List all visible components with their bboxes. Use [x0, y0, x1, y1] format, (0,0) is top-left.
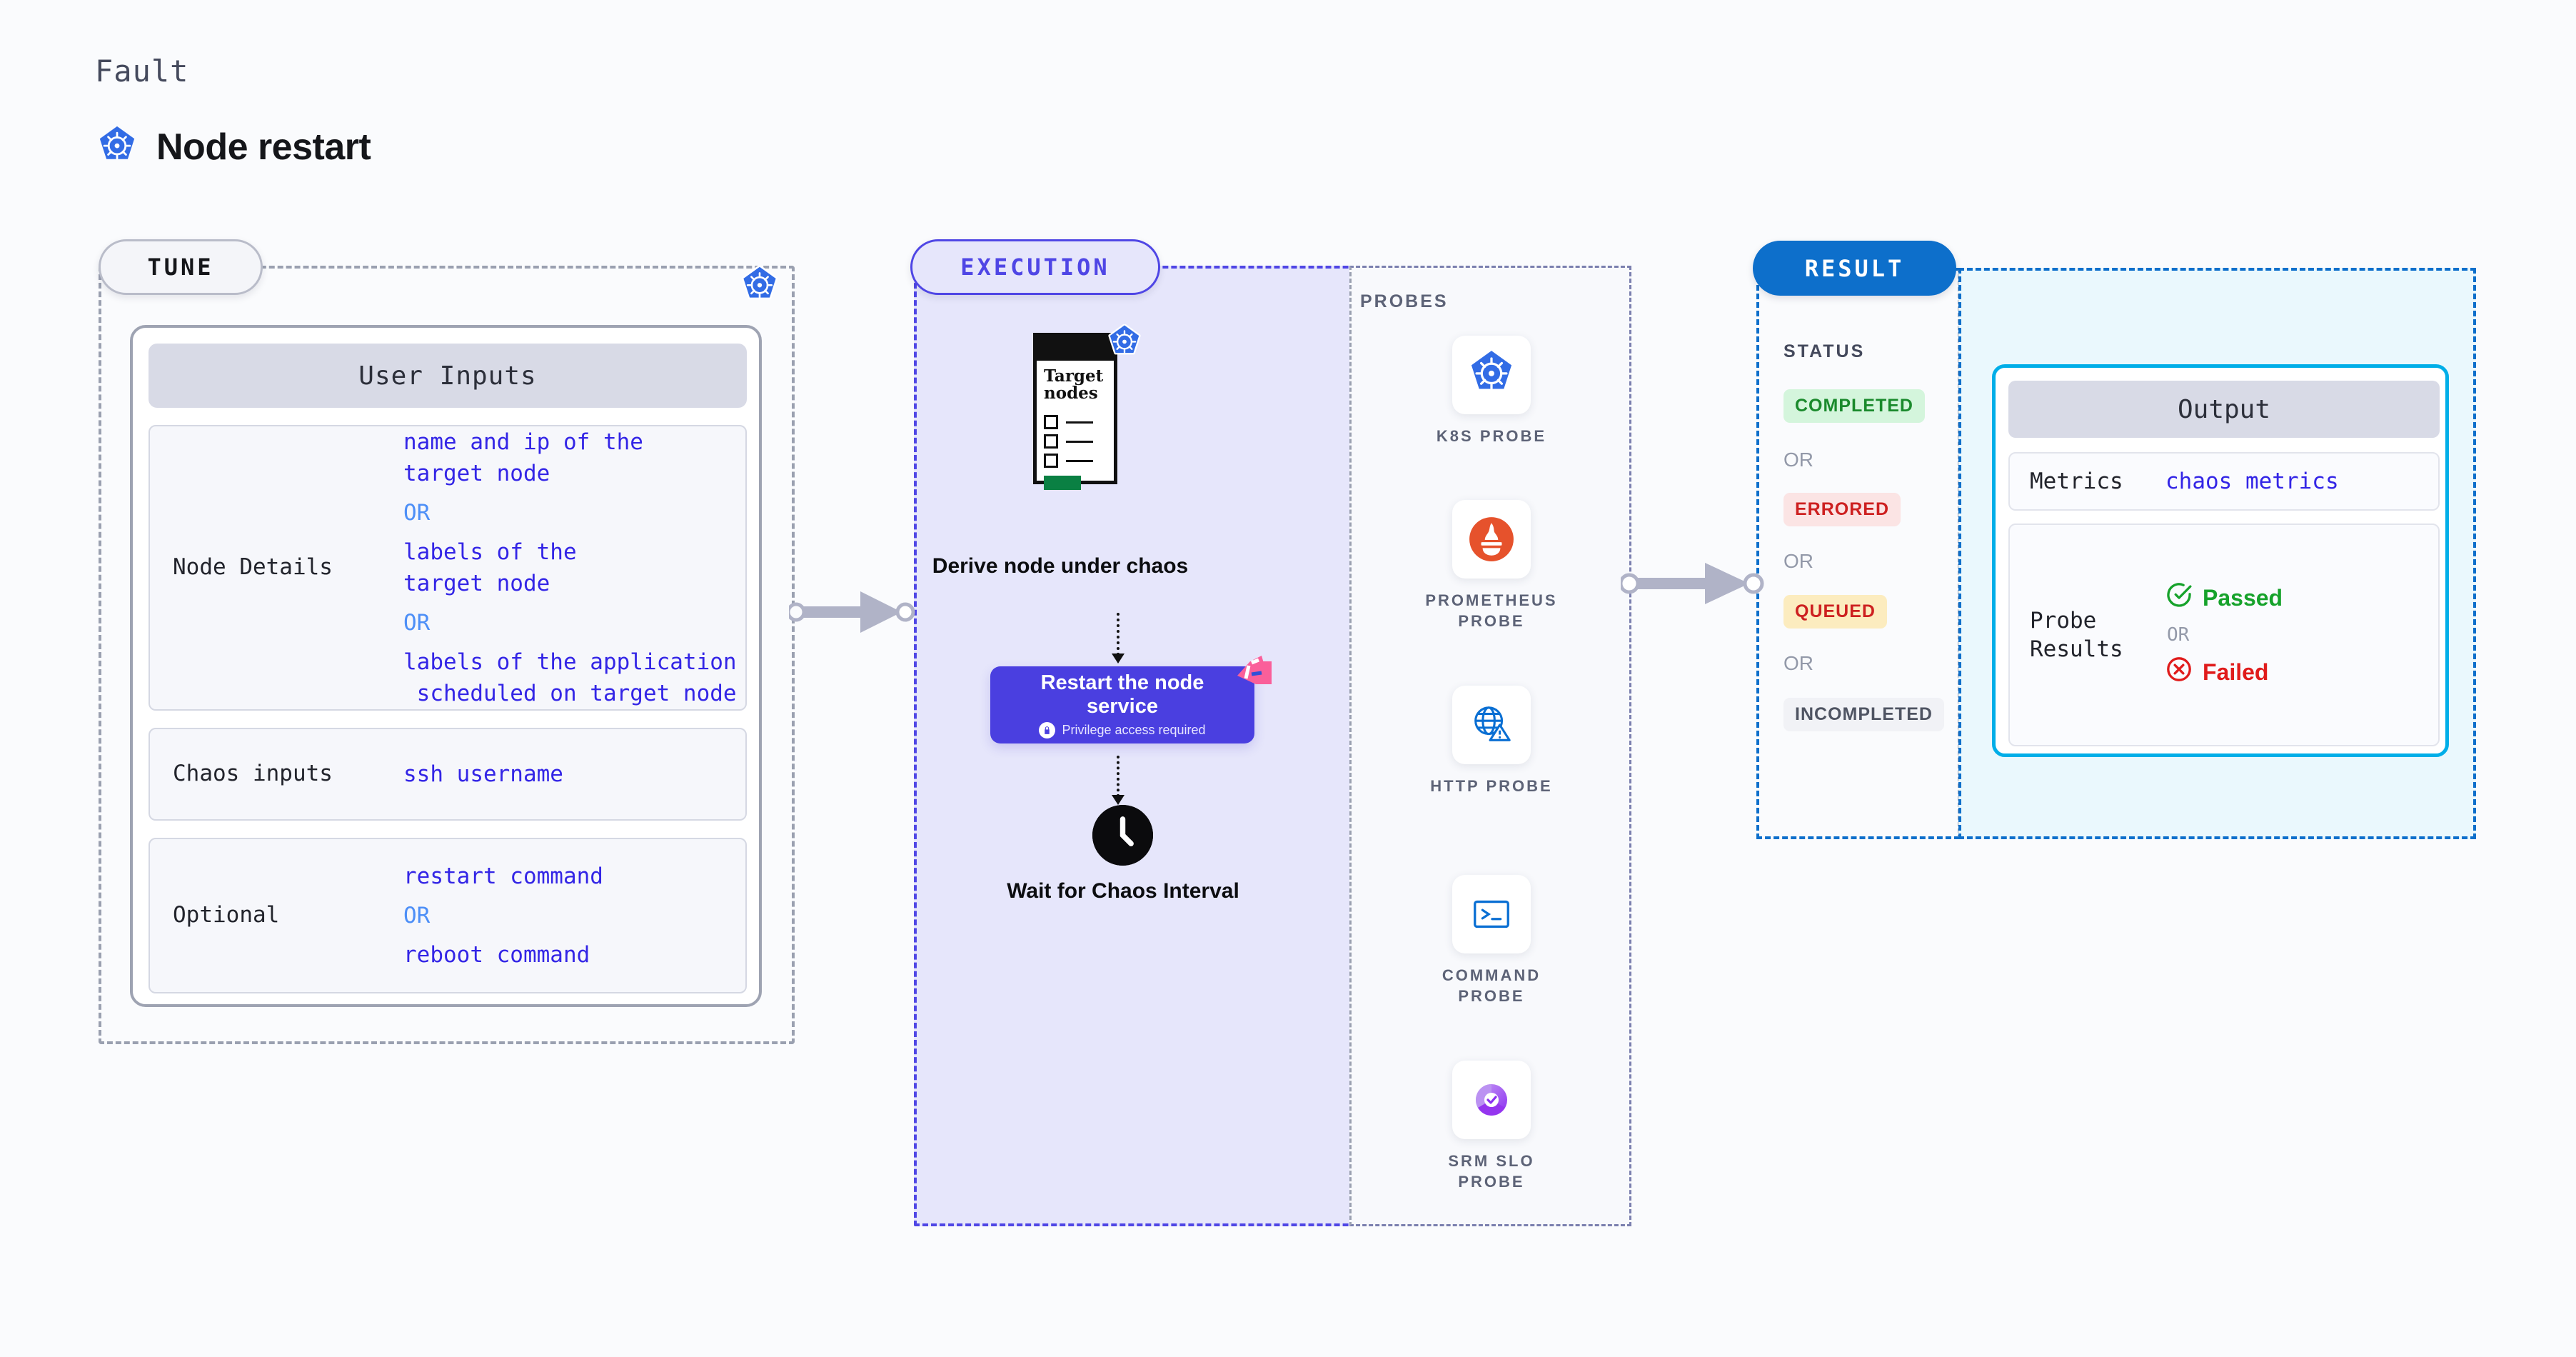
field-row-chaos-inputs: Chaos inputs ssh username: [149, 728, 747, 821]
stage-pill-result[interactable]: RESULT: [1753, 241, 1956, 296]
restart-step-title: Restart the node service: [1040, 671, 1204, 718]
probe-label: SRM SLO PROBE: [1448, 1152, 1535, 1191]
page-kicker: Fault: [95, 54, 189, 89]
checkbox-icon: [1044, 415, 1058, 429]
field-or: OR: [403, 902, 431, 928]
target-nodes-label: Target nodes: [1044, 366, 1104, 404]
tune-panel: [99, 266, 795, 1044]
user-inputs-card: User Inputs Node Details name and ip of …: [130, 325, 762, 1007]
card-titlebar: [1037, 336, 1114, 361]
list-item: [1044, 434, 1093, 449]
user-inputs-header: User Inputs: [149, 344, 747, 408]
restart-step-subtitle-row: Privilege access required: [1039, 721, 1206, 738]
field-row-optional: Optional restart command OR reboot comma…: [149, 838, 747, 993]
field-or: OR: [403, 499, 431, 526]
probe-srm-slo[interactable]: SRM SLO PROBE: [1427, 1061, 1556, 1192]
terminal-icon: [1452, 875, 1531, 953]
output-label: Probe Results: [2030, 607, 2123, 662]
flow-arrow-1: [1117, 613, 1120, 656]
target-nodes-card: Target nodes: [1033, 333, 1117, 490]
probe-failed-label: Failed: [2203, 659, 2269, 685]
field-or: OR: [403, 610, 431, 636]
field-label: Chaos inputs: [173, 761, 333, 787]
stage-pill-execution[interactable]: EXECUTION: [910, 239, 1160, 295]
result-status-panel: [1756, 268, 1960, 839]
checkbox-icon: [1044, 454, 1058, 468]
field-value: labels of the target node: [403, 539, 577, 596]
status-badge-errored: ERRORED: [1783, 493, 1901, 526]
line-placeholder: [1066, 421, 1093, 424]
derive-node-label: Derive node under chaos: [932, 554, 1189, 578]
clock-icon: [1092, 805, 1153, 866]
ribbon-badge-icon: [1227, 654, 1272, 698]
flow-arrow-2-head: [1112, 795, 1125, 805]
probe-label: COMMAND PROBE: [1442, 966, 1541, 1006]
status-badge-completed: COMPLETED: [1783, 389, 1925, 423]
field-label: Node Details: [173, 554, 333, 581]
probe-passed-label: Passed: [2203, 584, 2283, 611]
status-or: OR: [1783, 449, 1813, 471]
checkbox-icon: [1044, 434, 1058, 449]
node-checkbox-list: [1044, 415, 1093, 473]
field-values: restart command OR reboot command: [403, 861, 745, 971]
probe-result-or: OR: [2167, 624, 2190, 646]
probe-http[interactable]: HTTP PROBE: [1427, 686, 1556, 796]
output-value: Passed OR Failed: [2165, 581, 2438, 688]
page-title-row: Node restart: [95, 125, 371, 169]
field-value: reboot command: [403, 942, 590, 968]
output-header: Output: [2008, 381, 2440, 438]
output-label: Metrics: [2030, 468, 2123, 494]
probe-result-passed: Passed: [2165, 581, 2438, 614]
list-item: [1044, 454, 1093, 468]
status-badge-queued: QUEUED: [1783, 595, 1887, 629]
srm-slo-icon: [1452, 1061, 1531, 1139]
probe-k8s[interactable]: K8S PROBE: [1427, 336, 1556, 446]
field-values: ssh username: [403, 758, 745, 790]
http-globe-warning-icon: [1452, 686, 1531, 764]
field-value: name and ip of the target node: [403, 429, 643, 486]
page-title: Node restart: [156, 126, 371, 168]
list-item: [1044, 415, 1093, 429]
check-circle-icon: [2165, 581, 2193, 614]
field-value: labels of the application scheduled on t…: [403, 649, 737, 707]
tune-kubernetes-icon: [739, 266, 780, 307]
probe-label: PROMETHEUS PROBE: [1425, 591, 1558, 631]
field-values: name and ip of the target node OR labels…: [403, 426, 745, 709]
probes-title: PROBES: [1360, 291, 1449, 311]
restart-node-service-step[interactable]: Restart the node service Privilege acces…: [990, 666, 1254, 743]
probe-result-failed: Failed: [2165, 656, 2438, 688]
field-value: restart command: [403, 863, 603, 889]
line-placeholder: [1066, 459, 1093, 462]
x-circle-icon: [2165, 656, 2193, 688]
probe-label: K8S PROBE: [1436, 427, 1547, 445]
status-title: STATUS: [1783, 341, 1866, 361]
connector-tune-to-execution: [789, 591, 915, 633]
output-card: Output Metrics chaos metrics Probe Resul…: [1992, 364, 2449, 757]
status-or: OR: [1783, 652, 1813, 674]
status-badge-incompleted: INCOMPLETED: [1783, 698, 1944, 731]
kubernetes-icon: [95, 125, 139, 169]
flow-arrow-2: [1117, 756, 1120, 797]
field-value: ssh username: [403, 761, 563, 787]
prometheus-icon: [1452, 500, 1531, 579]
probe-command[interactable]: COMMAND PROBE: [1427, 875, 1556, 1006]
lock-icon: [1039, 721, 1056, 738]
field-label: Optional: [173, 902, 280, 928]
restart-step-subtitle: Privilege access required: [1062, 722, 1206, 737]
field-row-node-details: Node Details name and ip of the target n…: [149, 425, 747, 711]
green-progress-bar: [1044, 476, 1081, 490]
wait-for-chaos-interval-label: Wait for Chaos Interval: [1007, 879, 1239, 903]
probe-label: HTTP PROBE: [1430, 777, 1553, 795]
target-card-kubernetes-icon: [1106, 324, 1143, 361]
probe-prometheus[interactable]: PROMETHEUS PROBE: [1425, 500, 1558, 631]
flow-arrow-1-head: [1112, 654, 1125, 664]
output-value: chaos metrics: [2165, 469, 2339, 494]
connector-execution-to-result: [1621, 563, 1764, 604]
kubernetes-icon: [1452, 336, 1531, 414]
line-placeholder: [1066, 440, 1093, 443]
output-row-metrics: Metrics chaos metrics: [2008, 452, 2440, 511]
output-row-probe-results: Probe Results Passed OR: [2008, 524, 2440, 746]
status-or: OR: [1783, 550, 1813, 572]
stage-pill-tune[interactable]: TUNE: [99, 239, 263, 295]
